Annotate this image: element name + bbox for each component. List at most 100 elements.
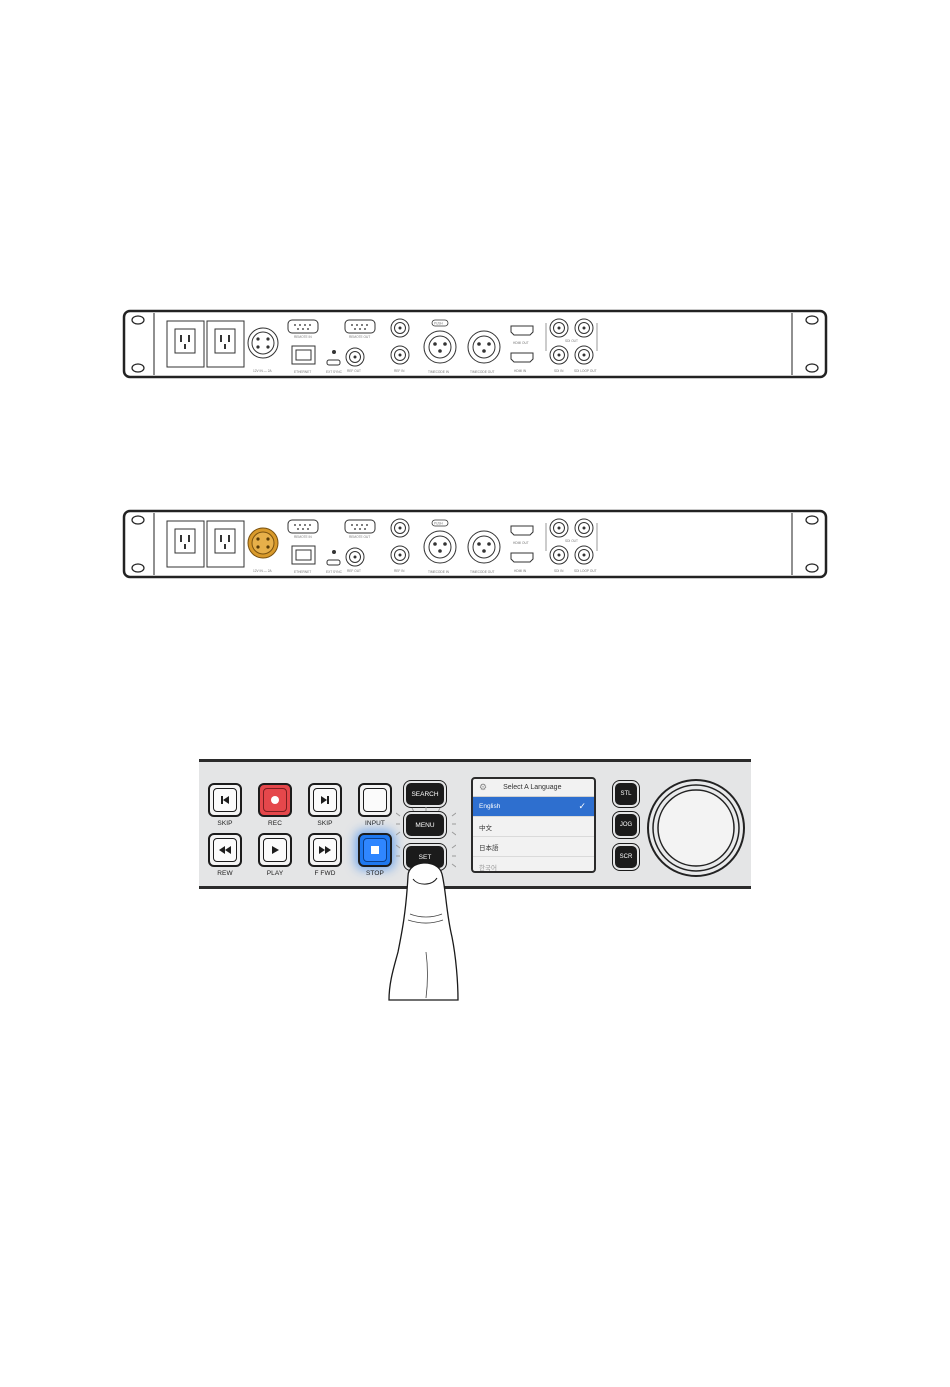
rewind-button[interactable] [208, 833, 242, 867]
scr-button[interactable]: SCR [615, 846, 637, 868]
skip-forward-label: SKIP [317, 820, 333, 827]
ref-out-label: REF OUT [347, 569, 361, 573]
ref-in-label: REF IN [394, 569, 405, 573]
power-socket-icon [166, 520, 205, 568]
rack-hole [805, 563, 819, 573]
language-option-chinese[interactable]: 中文 [473, 817, 594, 837]
search-button[interactable]: SEARCH [406, 783, 444, 805]
ext-sync-icon [332, 350, 336, 354]
serial-port-icon [344, 319, 376, 334]
timecode-in-label: TIMECODE IN [428, 570, 450, 574]
sdi-loop-out-label: SDI LOOP OUT [574, 369, 597, 373]
bnc-connector-icon [390, 345, 410, 365]
set-button[interactable]: SET [406, 846, 444, 868]
power-socket-icon [166, 320, 205, 368]
timecode-in-xlr-icon [423, 330, 457, 364]
timecode-out-xlr-icon [467, 330, 501, 364]
input-label: INPUT [365, 820, 385, 827]
checkmark-icon: ✓ [578, 801, 586, 811]
sdi-in-label: SDI IN [554, 369, 564, 373]
hdmi-out-label: HDMI OUT [513, 341, 529, 345]
ext-sync-icon [332, 550, 336, 554]
skip-forward-icon [321, 796, 329, 804]
bnc-connector-icon [574, 518, 594, 538]
dc-power-xlr-icon [247, 327, 279, 359]
remote-out-label: REMOTE OUT [349, 535, 370, 539]
dc-power-xlr-highlighted-icon [247, 527, 279, 559]
timecode-in-xlr-icon [423, 530, 457, 564]
play-label: PLAY [266, 870, 284, 877]
jog-button[interactable]: JOG [615, 814, 637, 836]
timecode-in-label: TIMECODE IN [428, 370, 450, 374]
power-in-label: 12V IN — 2A [253, 369, 272, 373]
ext-sync-label: EXT SYNC [326, 370, 343, 374]
skip-forward-button[interactable] [308, 783, 342, 817]
bnc-connector-icon [549, 545, 569, 565]
serial-port-icon [287, 319, 319, 334]
stop-icon [371, 846, 379, 854]
fast-forward-icon [319, 846, 331, 854]
ext-sync-label: EXT SYNC [326, 570, 343, 574]
menu-button[interactable]: MENU [406, 814, 444, 836]
power-socket-icon [206, 320, 245, 368]
bnc-connector-icon [390, 318, 410, 338]
timecode-out-xlr-icon [467, 530, 501, 564]
sdi-loop-out-label: SDI LOOP OUT [574, 569, 597, 573]
input-button[interactable] [358, 783, 392, 817]
lcd-screen: ⚙ Select A Language English ✓ 中文 日本語 한국어 [471, 777, 596, 873]
button-glow-rays [396, 807, 456, 868]
jog-wheel[interactable] [646, 778, 746, 878]
ethernet-port-icon [291, 345, 316, 365]
rack-hole [131, 515, 145, 525]
hdmi-port-icon [510, 525, 534, 536]
sdi-out-label: SDI OUT [565, 339, 578, 343]
bnc-connector-icon [345, 547, 365, 567]
rec-label: REC [267, 820, 283, 827]
ethernet-label: ETHERNET [294, 370, 311, 374]
timecode-out-label: TIMECODE OUT [470, 370, 494, 374]
play-icon [272, 846, 279, 854]
language-option-korean[interactable]: 한국어 [479, 864, 497, 872]
ethernet-label: ETHERNET [294, 570, 311, 574]
hdmi-port-icon [510, 325, 534, 336]
rear-panel-2: 12V IN — 2A REMOTE IN ETHERNET EXT SYNC … [122, 509, 828, 579]
rear-panel-1: 12V IN — 2A REMOTE IN ETHERNET EXT SYNC … [122, 309, 828, 379]
finger-illustration [388, 862, 459, 1001]
gear-icon: ⚙ [479, 782, 488, 792]
timecode-out-label: TIMECODE OUT [470, 570, 494, 574]
remote-out-label: REMOTE OUT [349, 335, 370, 339]
rack-hole [131, 563, 145, 573]
power-socket-icon [206, 520, 245, 568]
remote-in-label: REMOTE IN [294, 535, 312, 539]
language-option-english[interactable]: English ✓ [473, 797, 594, 817]
power-in-label: 12V IN — 2A [253, 569, 272, 573]
bnc-connector-icon [390, 545, 410, 565]
stop-button[interactable] [358, 833, 392, 867]
rec-button[interactable] [258, 783, 292, 817]
hdmi-out-label: HDMI OUT [513, 541, 529, 545]
bnc-connector-icon [549, 518, 569, 538]
sdi-out-label: SDI OUT [565, 539, 578, 543]
rewind-icon [219, 846, 231, 854]
serial-port-icon [344, 519, 376, 534]
serial-port-icon [287, 519, 319, 534]
record-icon [271, 796, 279, 804]
skip-back-label: SKIP [217, 820, 233, 827]
bnc-connector-icon [574, 545, 594, 565]
ref-out-label: REF OUT [347, 369, 361, 373]
sdi-in-label: SDI IN [554, 569, 564, 573]
stop-label: STOP [366, 870, 384, 877]
hdmi-in-label: HDMI IN [514, 569, 527, 573]
rack-hole [805, 515, 819, 525]
fast-forward-button[interactable] [308, 833, 342, 867]
bnc-connector-icon [549, 318, 569, 338]
bnc-connector-icon [345, 347, 365, 367]
stl-button[interactable]: STL [615, 783, 637, 805]
rack-hole [805, 363, 819, 373]
language-option-japanese[interactable]: 日本語 [473, 837, 594, 857]
skip-back-button[interactable] [208, 783, 242, 817]
remote-in-label: REMOTE IN [294, 335, 312, 339]
play-button[interactable] [258, 833, 292, 867]
bnc-connector-icon [549, 345, 569, 365]
push-label: PUSH [434, 522, 444, 526]
